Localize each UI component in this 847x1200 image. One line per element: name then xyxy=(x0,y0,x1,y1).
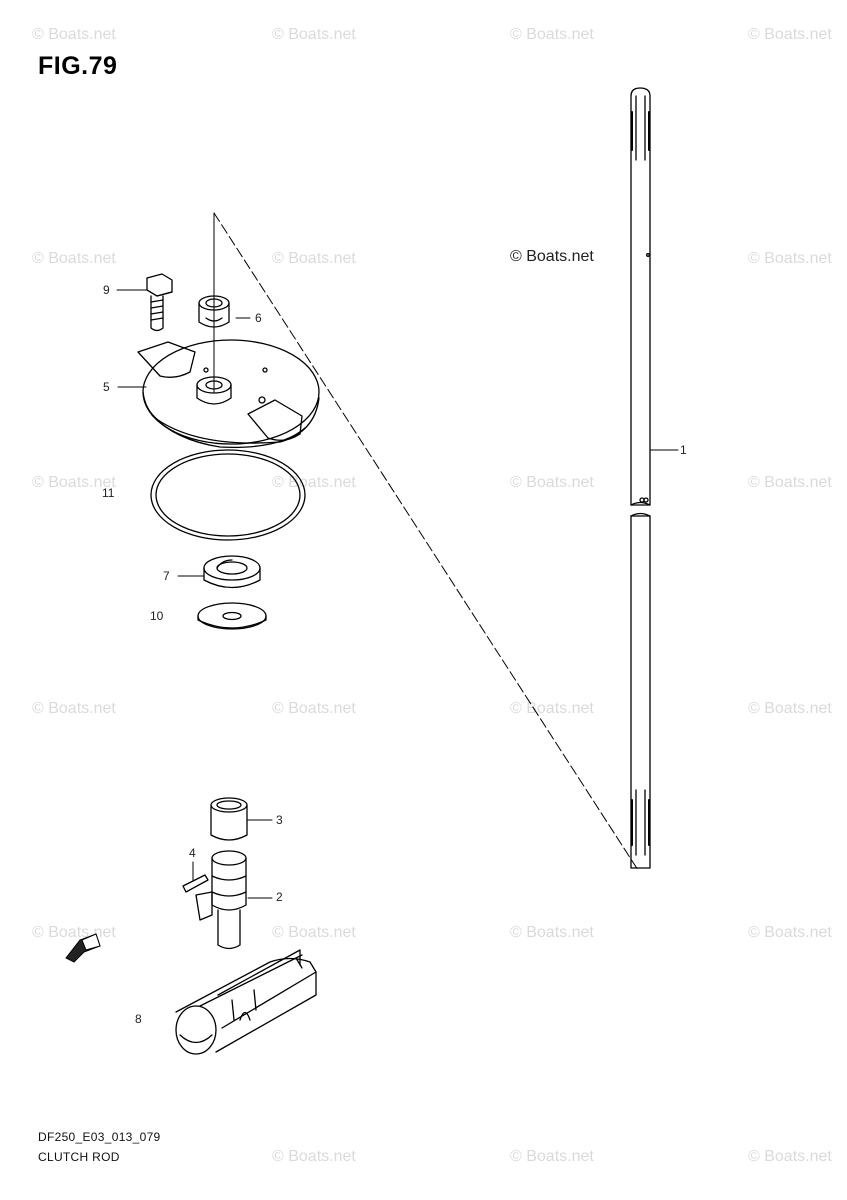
callout-5[interactable]: 5 xyxy=(103,380,110,394)
leader-lines xyxy=(116,289,679,899)
part-6-bushing xyxy=(198,295,230,328)
watermark: © Boats.net xyxy=(748,924,832,941)
callout-9[interactable]: 9 xyxy=(103,283,110,297)
part-11-o-ring xyxy=(150,449,306,541)
watermark: © Boats.net xyxy=(272,1148,356,1165)
callout-1[interactable]: 1 xyxy=(680,443,687,457)
watermark: © Boats.net xyxy=(748,474,832,491)
watermark: © Boats.net xyxy=(510,700,594,717)
watermark: © Boats.net xyxy=(748,700,832,717)
part-1-clutch-rod xyxy=(630,87,651,869)
callout-4[interactable]: 4 xyxy=(189,846,196,860)
watermark: © Boats.net xyxy=(748,250,832,267)
watermark-center: © Boats.net xyxy=(510,248,594,265)
watermark: © Boats.net xyxy=(748,26,832,43)
watermark: © Boats.net xyxy=(32,26,116,43)
watermark: © Boats.net xyxy=(272,250,356,267)
figure-name: CLUTCH ROD xyxy=(38,1150,120,1164)
watermark: © Boats.net xyxy=(510,26,594,43)
callout-10[interactable]: 10 xyxy=(150,609,164,623)
part-8-slider xyxy=(175,949,317,1055)
watermark: © Boats.net xyxy=(510,924,594,941)
watermark: © Boats.net xyxy=(748,1148,832,1165)
watermark: © Boats.net xyxy=(32,700,116,717)
fwd-arrow-icon xyxy=(65,933,101,963)
figure-code: DF250_E03_013_079 xyxy=(38,1130,161,1144)
callout-2[interactable]: 2 xyxy=(276,890,283,904)
part-5-housing xyxy=(137,339,320,448)
part-10-washer xyxy=(197,602,267,630)
watermark: © Boats.net xyxy=(510,1148,594,1165)
part-4-pin xyxy=(182,874,209,893)
part-3-sleeve xyxy=(210,797,248,841)
watermark: © Boats.net xyxy=(272,924,356,941)
part-7-bearing xyxy=(203,555,261,589)
watermark: © Boats.net xyxy=(510,474,594,491)
watermark: © Boats.net xyxy=(32,250,116,267)
watermark: © Boats.net xyxy=(32,474,116,491)
watermark: © Boats.net xyxy=(272,26,356,43)
watermark: © Boats.net xyxy=(272,474,356,491)
callout-3[interactable]: 3 xyxy=(276,813,283,827)
callout-11[interactable]: 11 xyxy=(102,486,115,500)
callout-7[interactable]: 7 xyxy=(163,569,170,583)
callout-6[interactable]: 6 xyxy=(255,311,262,325)
watermark: © Boats.net xyxy=(272,700,356,717)
figure-title: FIG.79 xyxy=(38,52,118,80)
part-9-bolt xyxy=(146,273,173,332)
callout-8[interactable]: 8 xyxy=(135,1012,142,1026)
part-2-shaft xyxy=(195,850,247,950)
